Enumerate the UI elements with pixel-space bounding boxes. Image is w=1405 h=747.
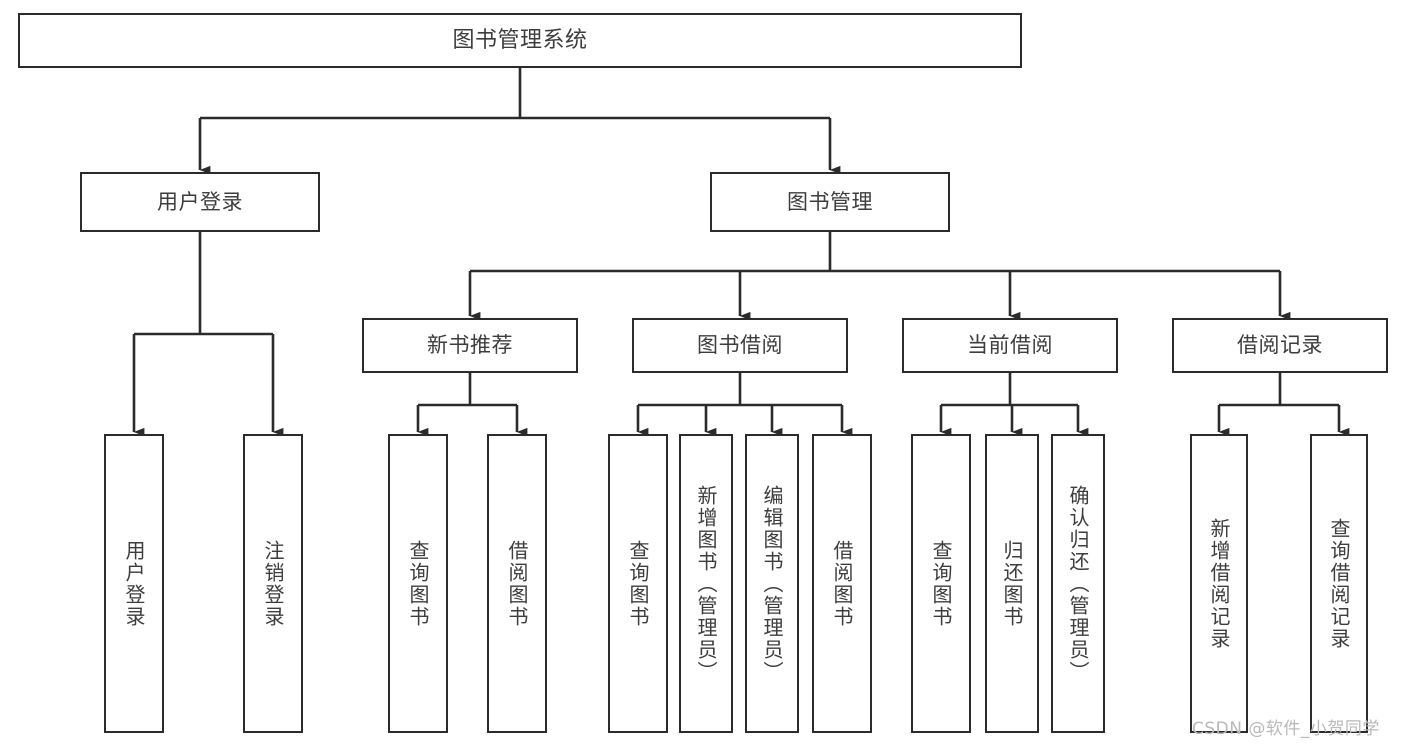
node-leaf-cur-query[interactable]: 查询图书 xyxy=(911,434,971,733)
node-current-borrow[interactable]: 当前借阅 xyxy=(902,318,1118,373)
node-label-leaf-bor-edit: 编辑图书（管理员） xyxy=(760,484,784,683)
node-label-leaf-rec-borrow: 借阅图书 xyxy=(505,539,529,628)
node-label-leaf-rec-add: 新增借阅记录 xyxy=(1207,517,1231,650)
node-label-leaf-rec-query2: 查询借阅记录 xyxy=(1327,517,1351,650)
node-leaf-rec-query2[interactable]: 查询借阅记录 xyxy=(1310,434,1368,733)
node-leaf-bor-add[interactable]: 新增图书（管理员） xyxy=(679,434,733,733)
node-label-leaf-bor-lend: 借阅图书 xyxy=(830,539,854,628)
node-leaf-cur-return[interactable]: 归还图书 xyxy=(985,434,1039,733)
node-label-leaf-user-logout: 注销登录 xyxy=(261,539,285,628)
node-leaf-bor-lend[interactable]: 借阅图书 xyxy=(812,434,872,733)
node-leaf-rec-add[interactable]: 新增借阅记录 xyxy=(1190,434,1248,733)
watermark: CSDN @软件_小贺同学 xyxy=(1192,719,1380,739)
node-new-book-rec[interactable]: 新书推荐 xyxy=(362,318,578,373)
node-leaf-user-login[interactable]: 用户登录 xyxy=(104,434,164,733)
node-label-book-manage: 图书管理 xyxy=(787,189,873,214)
node-label-leaf-cur-query: 查询图书 xyxy=(929,539,953,628)
node-leaf-user-logout[interactable]: 注销登录 xyxy=(243,434,303,733)
node-leaf-bor-query[interactable]: 查询图书 xyxy=(608,434,668,733)
node-leaf-cur-confirm[interactable]: 确认归还（管理员） xyxy=(1051,434,1105,733)
node-label-leaf-rec-query: 查询图书 xyxy=(406,539,430,628)
node-book-manage[interactable]: 图书管理 xyxy=(710,172,950,232)
node-leaf-rec-borrow[interactable]: 借阅图书 xyxy=(487,434,547,733)
node-label-book-borrow: 图书借阅 xyxy=(697,333,783,358)
node-label-leaf-user-login: 用户登录 xyxy=(122,539,146,628)
node-book-borrow[interactable]: 图书借阅 xyxy=(632,318,848,373)
node-label-leaf-cur-return: 归还图书 xyxy=(1000,539,1024,628)
node-label-leaf-bor-query: 查询图书 xyxy=(626,539,650,628)
node-label-root: 图书管理系统 xyxy=(452,27,588,53)
edge-paths xyxy=(132,68,1350,437)
node-label-user-login: 用户登录 xyxy=(157,189,243,214)
node-label-new-book-rec: 新书推荐 xyxy=(427,333,513,358)
node-user-login[interactable]: 用户登录 xyxy=(80,172,320,232)
node-leaf-bor-edit[interactable]: 编辑图书（管理员） xyxy=(745,434,799,733)
node-label-borrow-record: 借阅记录 xyxy=(1237,333,1323,358)
node-label-current-borrow: 当前借阅 xyxy=(967,333,1053,358)
node-borrow-record[interactable]: 借阅记录 xyxy=(1172,318,1388,373)
node-leaf-rec-query[interactable]: 查询图书 xyxy=(388,434,448,733)
node-label-leaf-bor-add: 新增图书（管理员） xyxy=(694,484,718,683)
node-root[interactable]: 图书管理系统 xyxy=(18,13,1022,68)
node-label-leaf-cur-confirm: 确认归还（管理员） xyxy=(1066,484,1090,683)
